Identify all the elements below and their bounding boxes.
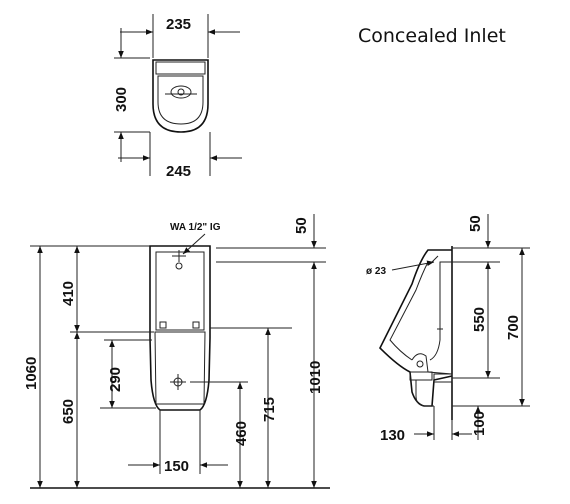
front-view: WA 1/2" IG 1060 410 650 290 460 715 101 xyxy=(23,214,330,489)
dim-upper-height: 410 xyxy=(60,281,77,306)
top-view: 235 300 245 xyxy=(113,14,242,180)
dim-fixing-height: 1010 xyxy=(307,361,324,394)
drawing-title: Concealed Inlet xyxy=(358,25,506,47)
pipe-diameter: ø 23 xyxy=(366,266,386,277)
dim-depth: 300 xyxy=(113,87,130,112)
inlet-label: WA 1/2" IG xyxy=(170,222,221,233)
dim-side-top-offset: 50 xyxy=(467,215,484,232)
dim-mid-height: 715 xyxy=(261,397,278,422)
dim-base-width: 150 xyxy=(164,458,189,475)
side-view: ø 23 50 550 700 100 130 xyxy=(366,214,530,444)
dim-outlet-height: 290 xyxy=(107,367,124,392)
dim-outlet-offset: 100 xyxy=(471,411,488,436)
dim-total-height: 700 xyxy=(505,315,522,340)
dim-projection: 130 xyxy=(380,427,405,444)
dim-top-offset: 50 xyxy=(293,217,310,234)
dim-width-bottom: 245 xyxy=(166,163,191,180)
dim-inner-height: 550 xyxy=(471,307,488,332)
dim-trap-height: 460 xyxy=(233,421,250,446)
dim-overall-height: 1060 xyxy=(23,357,40,390)
dim-width-top: 235 xyxy=(166,16,191,33)
dim-lower-height: 650 xyxy=(60,399,77,424)
